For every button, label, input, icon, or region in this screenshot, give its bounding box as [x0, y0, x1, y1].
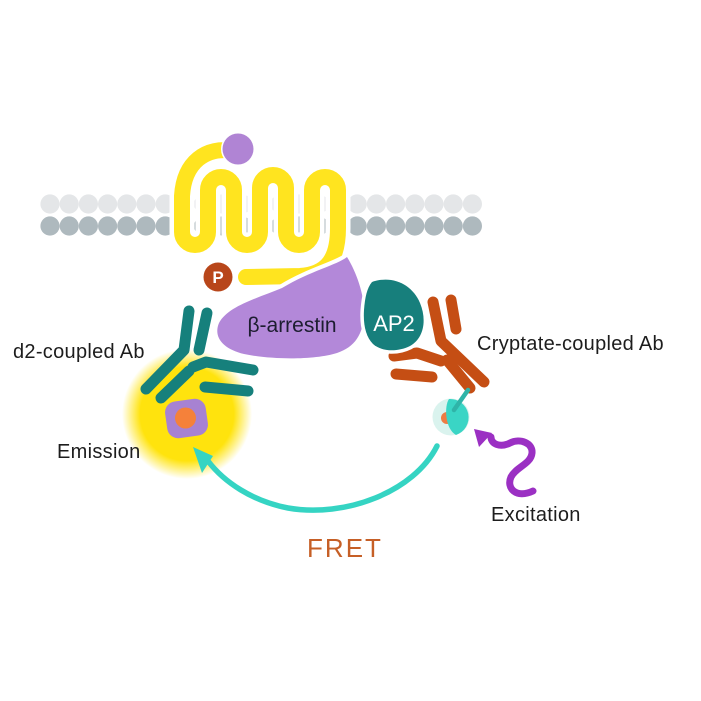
membrane-lipid [59, 194, 79, 214]
membrane-lipid [405, 216, 425, 236]
phosphorylation-badge: P [201, 260, 235, 294]
fret-label: FRET [307, 533, 383, 563]
cryptate-ab-arm-left [388, 347, 447, 367]
d2-ab-heavy-chain [140, 305, 195, 395]
membrane-lipid [386, 216, 406, 236]
membrane-lipid [78, 216, 98, 236]
membrane-lipid [366, 216, 386, 236]
beta-arrestin-label: β-arrestin [247, 314, 336, 337]
membrane-lipid [405, 194, 425, 214]
cryptate-ab-light-chain-up [445, 294, 462, 335]
cryptate-ab-label: Cryptate-coupled Ab [477, 333, 664, 355]
excitation-label: Excitation [491, 504, 581, 526]
membrane-lipid [347, 194, 367, 214]
membrane-lipid [386, 194, 406, 214]
d2-dye-core [175, 407, 196, 429]
cryptate-linker [451, 387, 471, 413]
d2-ab-light-chain-up [193, 307, 213, 356]
fret-arc [205, 443, 440, 513]
membrane-lipid [78, 194, 98, 214]
d2-ab-arm-right [187, 356, 259, 376]
d2-ab-stem-inner [155, 365, 195, 404]
membrane-lipid [366, 194, 386, 214]
cryptate-ab-heavy-chain [427, 296, 490, 388]
receptor-n-terminus-ball [221, 132, 255, 166]
membrane-lipid [117, 216, 137, 236]
d2-ab-arm-right-light [199, 381, 254, 397]
membrane-lipid [462, 216, 482, 236]
membrane-lipid [98, 216, 118, 236]
excitation-squiggle [487, 433, 537, 498]
membrane-lipid [443, 194, 463, 214]
ap2-label: AP2 [373, 311, 415, 336]
phospho-label: P [212, 268, 223, 287]
membrane-lipid [347, 216, 367, 236]
membrane-lipid [98, 194, 118, 214]
membrane-lipid [424, 194, 444, 214]
emission-label: Emission [57, 441, 141, 463]
cryptate-sphere-shade [446, 398, 469, 435]
fret-arrow [193, 443, 440, 513]
excitation-arrowhead [474, 429, 492, 447]
gpcr-receptor [174, 142, 346, 285]
ap2: AP2 [360, 276, 428, 354]
membrane-lipid [117, 194, 137, 214]
d2-ab-label: d2-coupled Ab [13, 341, 145, 363]
excitation-arrow [474, 429, 537, 498]
cryptate-antibody [388, 294, 490, 394]
membrane-lipid [462, 194, 482, 214]
membrane-lipid [59, 216, 79, 236]
membrane-lipid [424, 216, 444, 236]
membrane-lipid [136, 194, 156, 214]
cryptate-ab-stem-inner [441, 354, 476, 394]
membrane-lipid [40, 194, 60, 214]
cryptate-ab-arm-left-light [390, 368, 438, 383]
cryptate-donor [432, 387, 471, 436]
phospho-circle [201, 260, 235, 294]
membrane-lipid [40, 216, 60, 236]
membrane-lipid [443, 216, 463, 236]
ap2-shape [360, 276, 428, 354]
fret-arrowhead [193, 447, 213, 473]
d2-dye [165, 398, 208, 439]
membrane-lipid [136, 216, 156, 236]
d2-antibody [140, 305, 259, 404]
